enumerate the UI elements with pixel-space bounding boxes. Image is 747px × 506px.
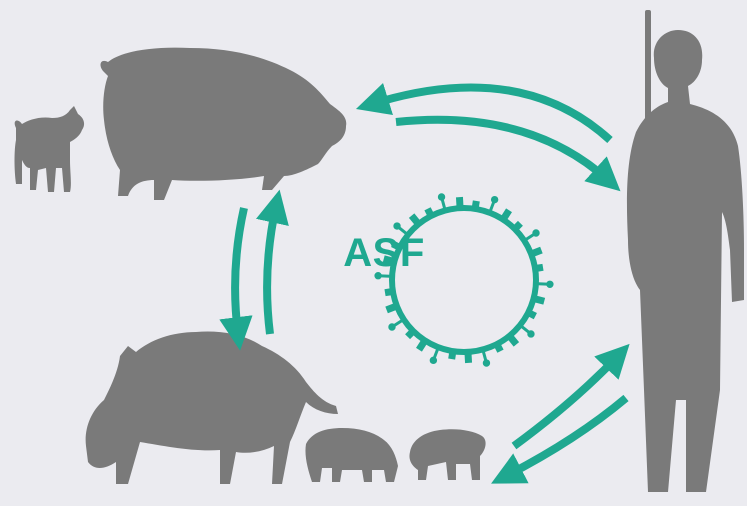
wild-boar-icon: [86, 332, 338, 484]
arrow-hunter-to-pig: [372, 87, 610, 140]
hunter-icon: [627, 10, 744, 492]
boar-piglet-icon: [409, 429, 485, 480]
domestic-pig-icon: [101, 48, 347, 200]
asf-label: ASF: [304, 223, 464, 283]
arrow-boar-to-hunter: [514, 356, 618, 446]
arrow-pig-to-hunter: [396, 120, 608, 180]
arrow-pig-to-boar: [235, 208, 244, 334]
boar-piglet-icon: [305, 428, 398, 482]
piglet-icon: [15, 106, 85, 192]
arrow-boar-to-pig: [267, 206, 276, 334]
